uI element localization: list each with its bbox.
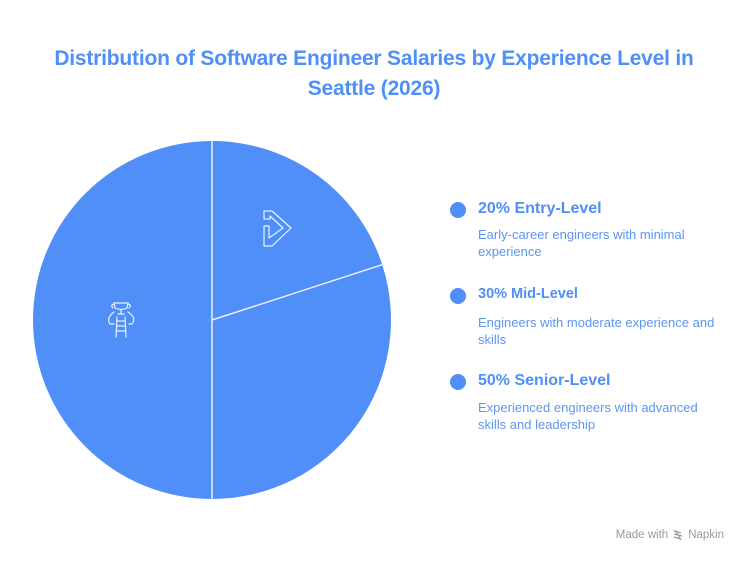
napkin-brand-text: Napkin xyxy=(688,529,724,541)
legend-description: Engineers with moderate experience and s… xyxy=(478,315,715,347)
legend-description: Early-career engineers with minimal expe… xyxy=(478,227,685,259)
legend-label: 20% Entry-Level xyxy=(478,200,602,217)
made-with-napkin-footer[interactable]: Made with Napkin xyxy=(616,529,724,541)
chart-title: Distribution of Software Engineer Salari… xyxy=(0,44,748,104)
arrow-step-icon xyxy=(263,210,292,247)
pie-slice-senior-level[interactable] xyxy=(33,141,212,499)
legend-label: 30% Mid-Level xyxy=(478,286,578,302)
legend-dot xyxy=(450,288,466,304)
slice-divider xyxy=(211,263,383,321)
chart-title-line-2: Seattle (2026) xyxy=(307,77,441,100)
napkin-logo-icon xyxy=(674,529,683,541)
trophy-ladder-icon xyxy=(108,302,135,338)
pie-slice-entry-level[interactable] xyxy=(212,141,383,320)
chart-title-line-1: Distribution of Software Engineer Salari… xyxy=(54,47,694,70)
pie-slice-mid-level[interactable] xyxy=(212,264,391,499)
legend-dot xyxy=(450,202,466,218)
legend-dot xyxy=(450,374,466,390)
made-with-text: Made with xyxy=(615,529,669,541)
legend-label: 50% Senior-Level xyxy=(478,372,611,389)
legend-description: Experienced engineers with advanced skil… xyxy=(478,400,698,432)
